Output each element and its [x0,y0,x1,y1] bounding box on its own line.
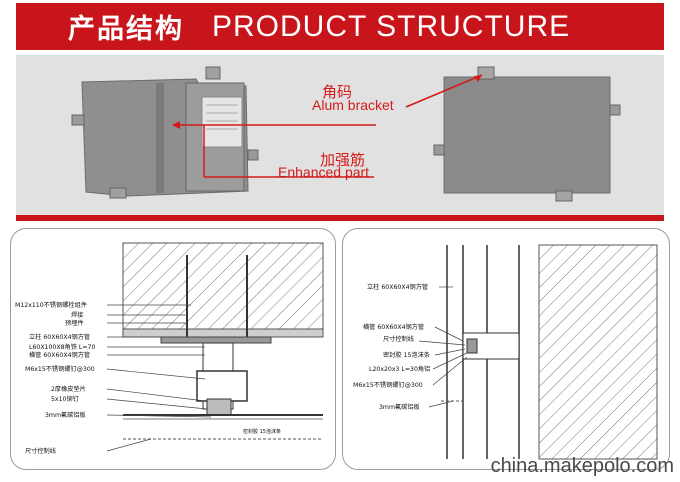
left-label-6: 横管 60X60X4钢方管 [29,351,90,359]
right-drawing-svg: 立柱 60X60X4钢方管 横管 60X60X4钢方管 尺寸控制线 密封胶 15… [353,244,658,460]
left-label-3: 预埋件 [65,319,84,327]
left-label-5: L60X100X8角铁 L=70 [29,343,95,351]
right-label-1: 立柱 60X60X4钢方管 [367,283,428,291]
left-label-11: 尺寸控制线 [25,447,56,455]
product-photo-panel: 角码 Alum bracket 加强筋 Enhanced part [16,55,664,221]
panel-back-view [71,66,259,199]
left-drawing-svg: M12x110不锈钢螺栓组件 焊接 预埋件 立柱 60X60X4钢方管 L60X… [15,242,324,455]
site-watermark: china.makepolo.com [490,455,674,477]
bracket-label-cn: 角码 [322,83,353,101]
right-label-5: L20x20x3 L=30角铝 [369,365,430,373]
right-label-3: 尺寸控制线 [383,335,414,343]
title-english: PRODUCT STRUCTURE [212,9,571,43]
left-label-2: 焊接 [71,311,83,319]
stiffener-label-en: Enhanced part [278,164,370,180]
title-chinese: 产品结构 [68,14,184,45]
left-section-drawing: M12x110不锈钢螺栓组件 焊接 预埋件 立柱 60X60X4钢方管 L60X… [10,228,336,470]
right-label-4: 密封胶 15泡沫条 [383,351,430,359]
stiffener-label-cn: 加强筋 [320,151,366,169]
left-label-8: 2厚橡皮垫片 [51,385,86,393]
right-section-drawing: 立柱 60X60X4钢方管 横管 60X60X4钢方管 尺寸控制线 密封胶 15… [342,228,670,470]
left-label-10: 3mm氟碳铝板 [45,411,86,419]
left-label-9: 5x10铆钉 [51,395,79,403]
left-label-7: M6x15不锈钢螺钉@300 [25,365,95,373]
right-label-2: 横管 60X60X4钢方管 [363,323,424,331]
bracket-label-en: Alum bracket [312,97,394,113]
callout-leaders [172,74,483,178]
left-label-1: M12x110不锈钢螺栓组件 [15,301,87,309]
right-label-7: 3mm氟碳铝板 [379,403,420,411]
left-label-4: 立柱 60X60X4钢方管 [29,333,90,341]
left-bottom-note: 密封胶 15泡沫条 [243,428,281,435]
product-photos [71,66,621,202]
panel-front-view [433,66,621,202]
title-banner: 产品结构 PRODUCT STRUCTURE [16,3,664,50]
right-label-6: M6x15不锈钢螺钉@300 [353,381,423,389]
